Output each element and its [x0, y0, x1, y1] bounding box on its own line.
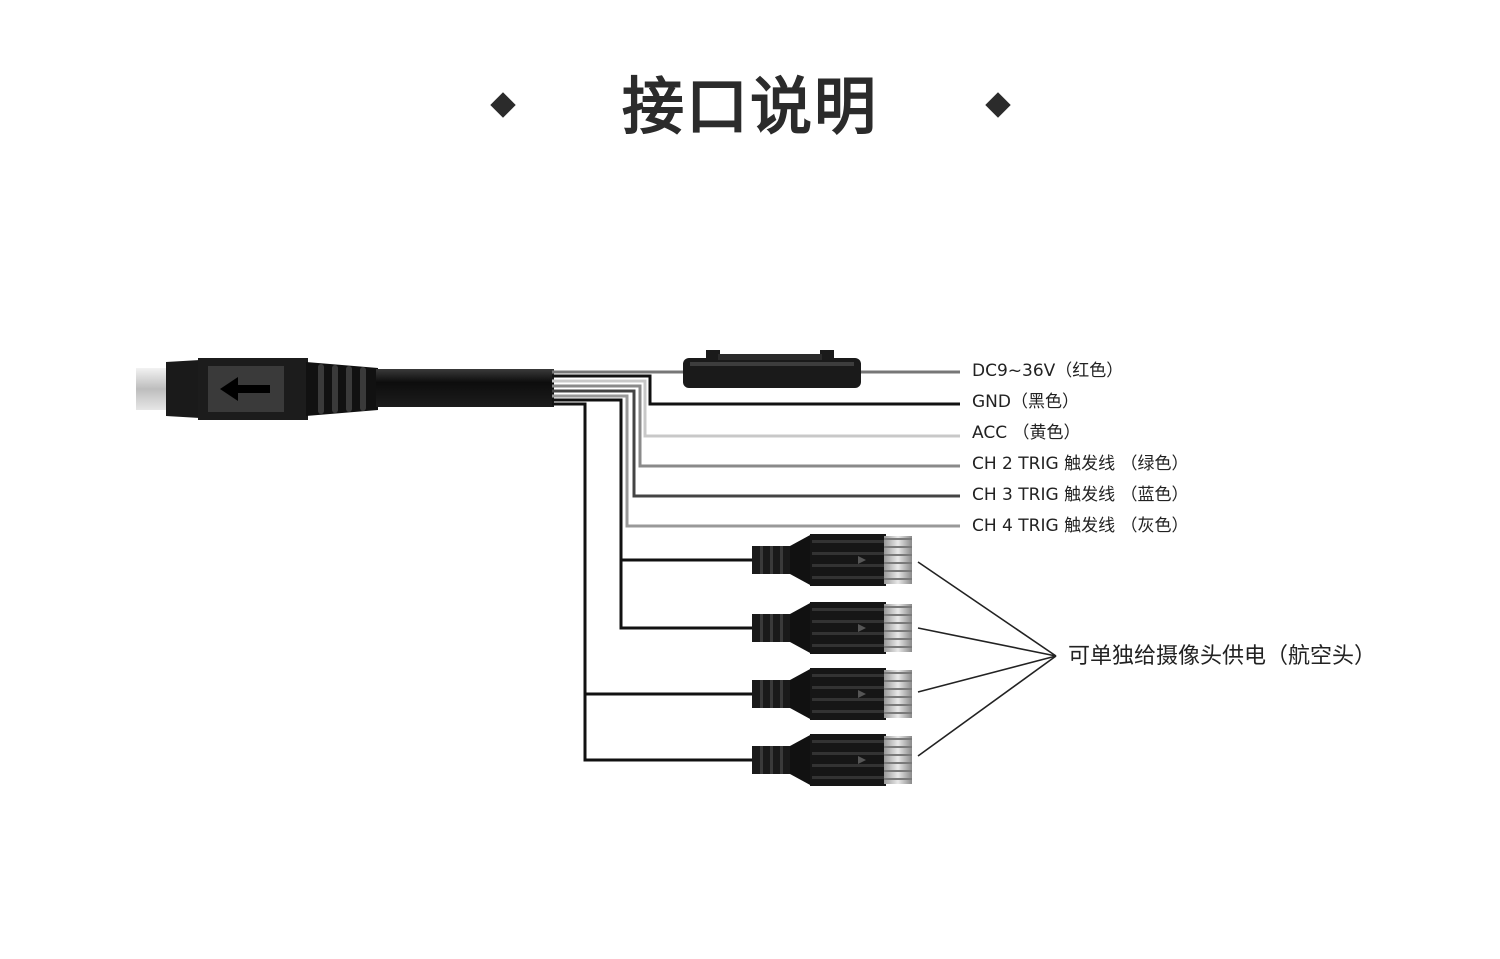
- wire-label-gnd: GND（黑色）: [972, 392, 1079, 412]
- page-title: 接口说明: [622, 70, 878, 143]
- arrow-right-icon: [858, 690, 866, 698]
- wire-label-acc: ACC （黄色）: [972, 423, 1080, 443]
- main-plug: [136, 358, 378, 420]
- aviation-connector: [752, 534, 912, 586]
- aviation-connector: [752, 602, 912, 654]
- wire-label-ch4: CH 4 TRIG 触发线 （灰色）: [972, 516, 1188, 536]
- connectors-note: 可单独给摄像头供电（航空头）: [1068, 644, 1376, 669]
- page-header: 接口说明: [490, 70, 1011, 143]
- wire-label-dc: DC9~36V（红色）: [972, 361, 1123, 381]
- wire-labels: DC9~36V（红色） GND（黑色） ACC （黄色） CH 2 TRIG 触…: [972, 361, 1188, 536]
- note-pointers: [917, 561, 1057, 757]
- wire-bundle: [552, 370, 960, 762]
- arrow-left-icon: [220, 377, 270, 401]
- diamond-icon: [985, 92, 1011, 118]
- aviation-connectors: [752, 534, 912, 786]
- arrow-right-icon: [858, 624, 866, 632]
- wire-label-ch2: CH 2 TRIG 触发线 （绿色）: [972, 454, 1188, 474]
- wire-label-ch3: CH 3 TRIG 触发线 （蓝色）: [972, 485, 1188, 505]
- main-cable: [376, 369, 554, 407]
- aviation-connector: [752, 734, 912, 786]
- arrow-right-icon: [858, 556, 866, 564]
- aviation-connector: [752, 668, 912, 720]
- arrow-right-icon: [858, 756, 866, 764]
- fuse-holder: [683, 350, 861, 388]
- diamond-icon: [490, 92, 516, 118]
